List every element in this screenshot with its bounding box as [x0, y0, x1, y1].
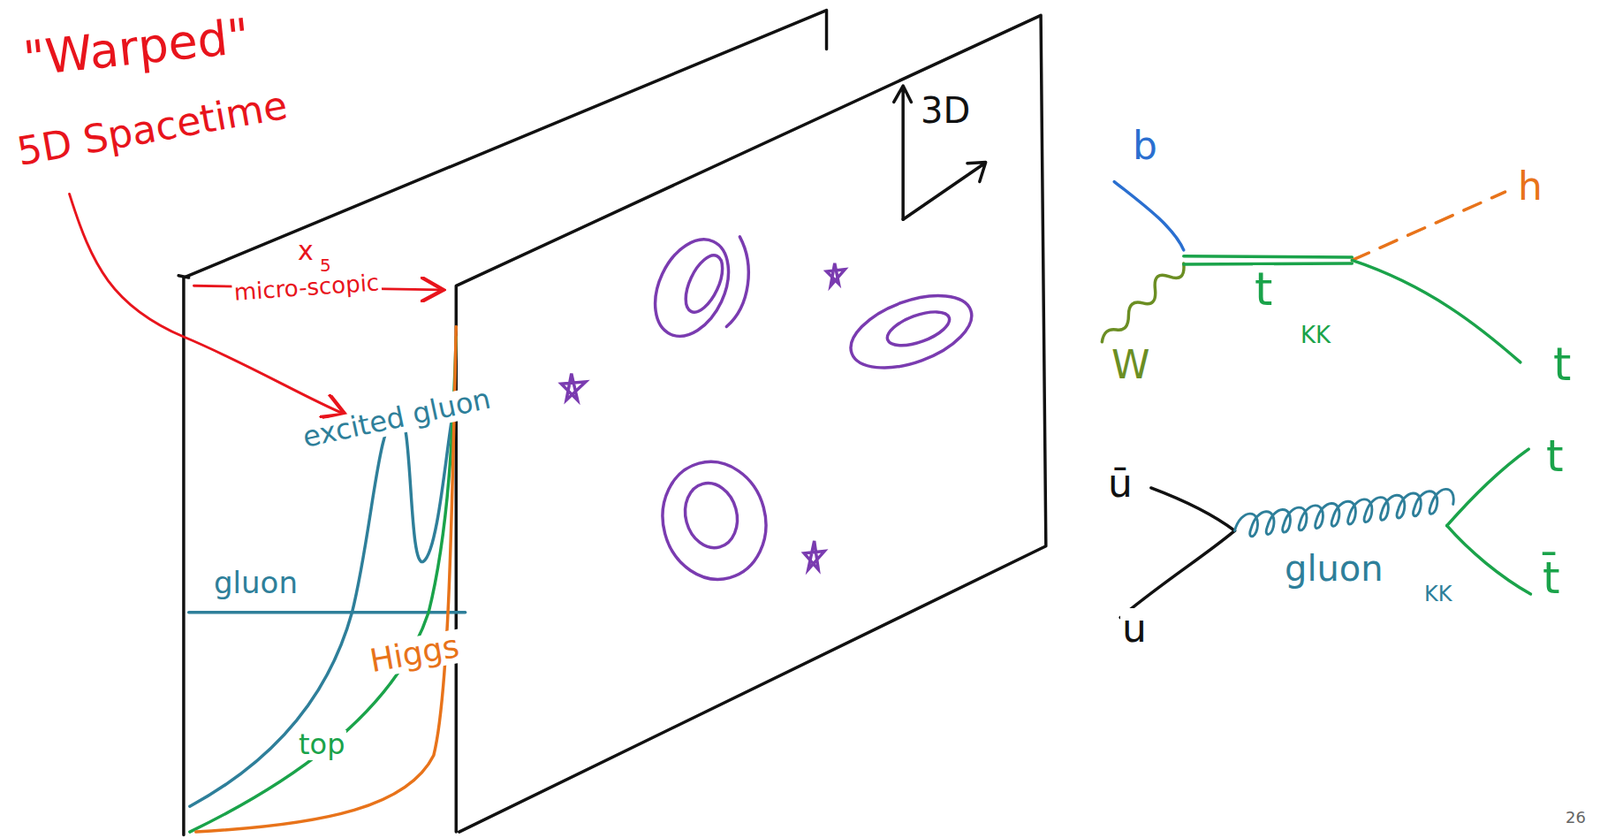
particle-label: t̄ — [1540, 554, 1563, 602]
axis-label: 5 — [318, 256, 334, 275]
particle-label: ū — [1106, 462, 1135, 504]
particle-label: KK — [1422, 583, 1454, 606]
curve-label: Higgs — [365, 629, 463, 679]
feynman-diagram — [1101, 181, 1521, 363]
page-number: 26 — [1563, 809, 1588, 827]
brane-panels — [178, 10, 1047, 835]
axis-label: x — [295, 236, 316, 266]
particle-label: t — [1252, 265, 1274, 314]
particle-label: W — [1109, 344, 1153, 386]
particle-label: u — [1120, 607, 1149, 649]
curve-label: excited gluon — [298, 383, 495, 454]
particle-label: h — [1516, 166, 1545, 207]
particle-label: b — [1130, 125, 1160, 167]
particle-label: t — [1551, 340, 1573, 389]
title-text: "Warped" — [19, 11, 254, 86]
curve-label: gluon — [212, 567, 300, 600]
annotation-arrows — [69, 193, 441, 413]
particle-label: t — [1544, 432, 1566, 480]
feynman-diagram — [1120, 448, 1531, 618]
curve-label: top — [296, 729, 347, 760]
axes-symbol — [894, 85, 986, 220]
particle-label: KK — [1298, 323, 1333, 348]
galaxies — [561, 227, 981, 592]
axis-label: 3D — [918, 91, 972, 129]
particle-label: gluon — [1282, 549, 1386, 587]
title-text: 5D Spacetime — [12, 84, 293, 174]
note-text: micro-scopic — [231, 270, 382, 305]
